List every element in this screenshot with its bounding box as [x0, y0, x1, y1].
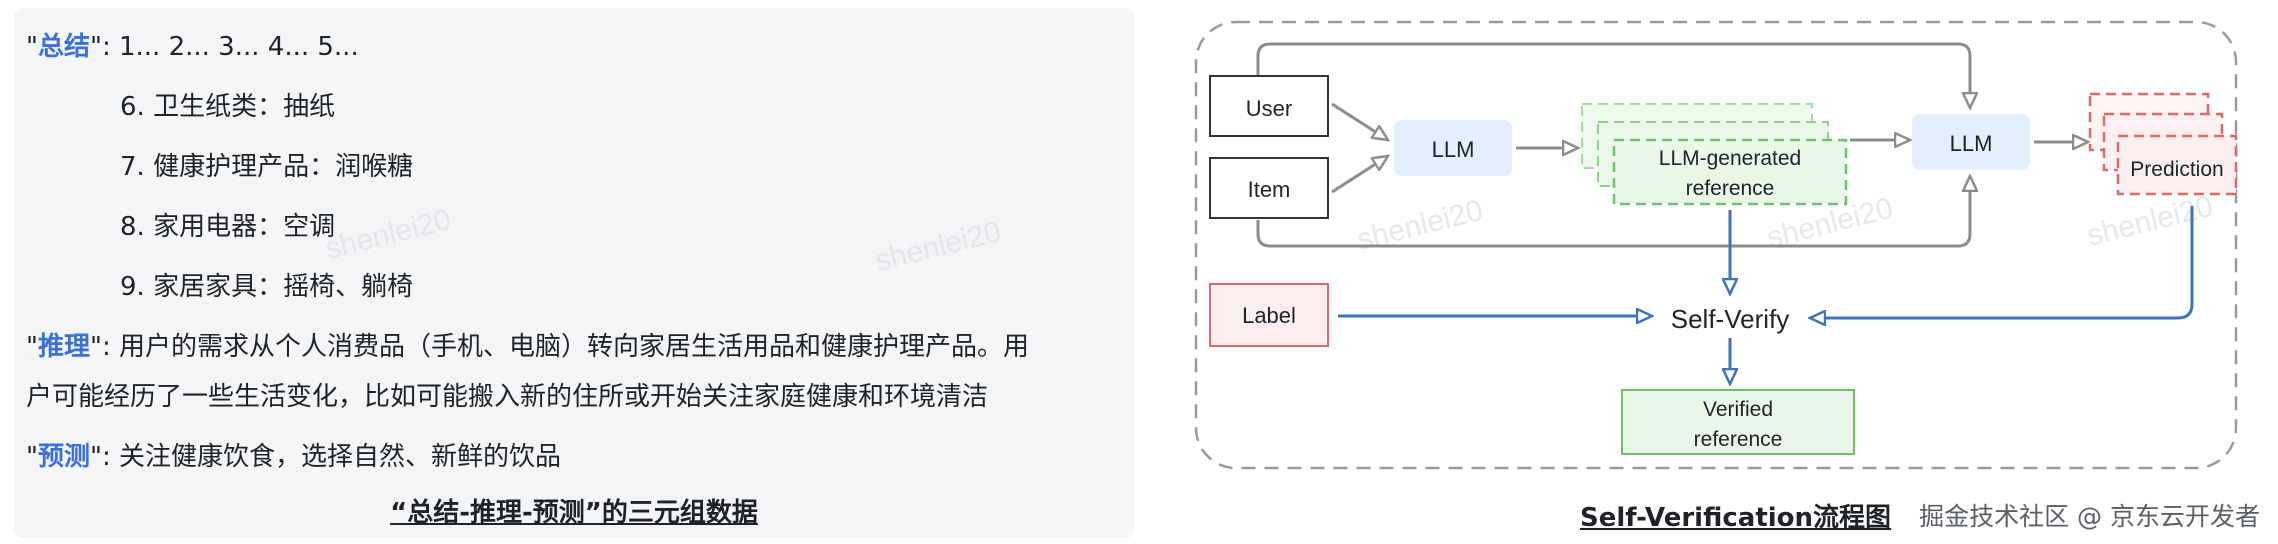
item-node [1209, 157, 1329, 219]
item-label: Item [1248, 177, 1291, 202]
user-node [1209, 75, 1329, 137]
prediction-text: : 关注健康饮食，选择自然、新鲜的饮品 [101, 442, 561, 472]
outer-dashed-frame [1194, 20, 2238, 470]
prediction-label: Prediction [2130, 158, 2223, 181]
llm-label-2: LLM [1950, 131, 1993, 156]
watermark: shenlei20 [321, 202, 455, 267]
llm-node-2 [1912, 114, 2030, 170]
reasoning-line: "推理": 用户的需求从个人消费品（手机、电脑）转向家居生活用品和健康护理产品。… [26, 332, 1029, 362]
list-item: 8. 家用电器：空调 [120, 212, 336, 242]
llm-node-1 [1394, 120, 1512, 176]
item-to-llm-arrow [1331, 156, 1388, 194]
left-caption: “总结-推理-预测”的三元组数据 [390, 498, 758, 528]
watermark: shenlei20 [871, 214, 1005, 279]
label-node [1209, 283, 1329, 347]
watermark: shenlei20 [2084, 190, 2217, 253]
prediction-line: "预测": 关注健康饮食，选择自然、新鲜的饮品 [26, 442, 561, 472]
prediction-to-verify-arrow [1810, 206, 2194, 318]
summary-text: : 1... 2... 3... 4... 5... [101, 32, 359, 62]
self-verify-label: Self-Verify [1671, 304, 1790, 334]
prediction-keyword: 预测 [37, 442, 90, 472]
triplet-text-panel: "总结": 1... 2... 3... 4... 5... 6. 卫生纸类：抽… [14, 8, 1134, 538]
user-label: User [1246, 96, 1292, 121]
summary-line: "总结": 1... 2... 3... 4... 5... [26, 32, 359, 62]
reasoning-keyword: 推理 [37, 332, 90, 362]
verified-reference-label-line2: reference [1694, 428, 1783, 451]
self-verification-diagram: shenlei20 shenlei20 shenlei20 User Item … [1194, 20, 2238, 470]
list-item: 7. 健康护理产品：润喉糖 [120, 152, 414, 182]
generated-reference-label-line2: reference [1686, 177, 1775, 200]
reasoning-line-continued: 户可能经历了一些生活变化，比如可能搬入新的住所或开始关注家庭健康和环境清洁 [26, 382, 989, 412]
reasoning-text: : 用户的需求从个人消费品（手机、电脑）转向家居生活用品和健康护理产品。用 [101, 332, 1029, 362]
generated-reference-label-line1: LLM-generated [1659, 147, 1801, 170]
verified-reference-label-line1: Verified [1703, 398, 1773, 421]
prediction-node [2116, 134, 2238, 196]
right-caption: Self-Verification流程图 [1580, 503, 1892, 533]
list-item: 9. 家居家具：摇椅、躺椅 [120, 272, 414, 302]
bypass-arrow-bottom [1256, 176, 1970, 248]
label-label: Label [1242, 303, 1296, 328]
verified-reference-node [1621, 389, 1855, 455]
site-watermark: 掘金技术社区 @ 京东云开发者 [1919, 502, 2260, 531]
bypass-arrow-top [1256, 42, 1970, 108]
user-to-llm-arrow [1331, 102, 1388, 140]
summary-keyword: 总结 [37, 32, 90, 62]
generated-reference-node [1612, 138, 1848, 206]
llm-label-1: LLM [1432, 137, 1475, 162]
list-item: 6. 卫生纸类：抽纸 [120, 92, 336, 122]
